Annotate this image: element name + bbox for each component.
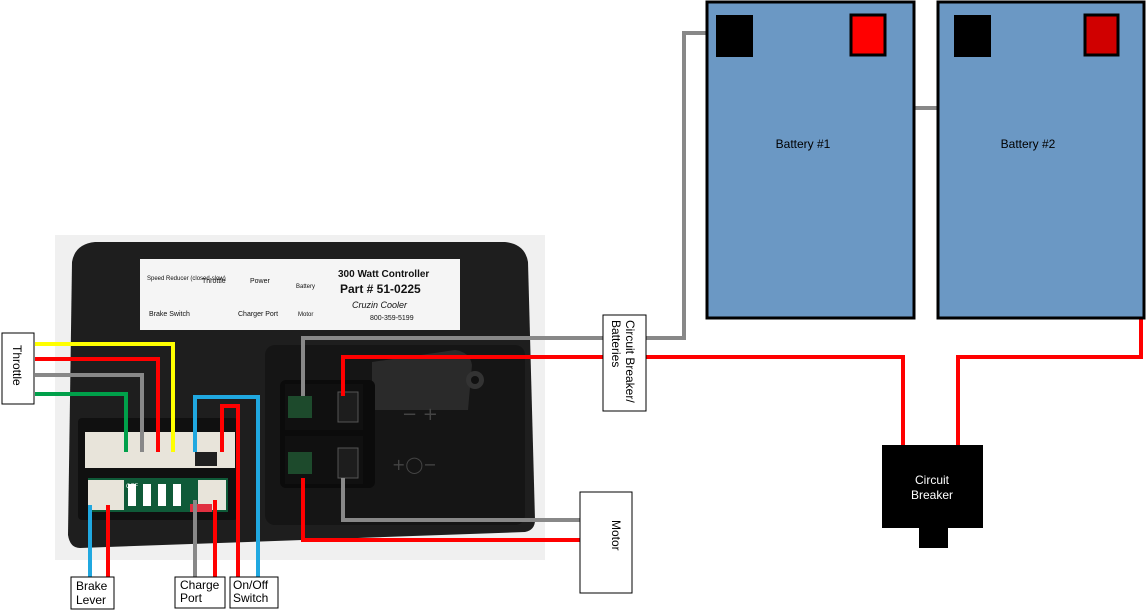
- switch-red-wire: [220, 404, 240, 578]
- circuit-breaker-batteries-box: Circuit Breaker/ Batteries: [602, 314, 647, 412]
- controller-brand: Cruzin Cooler: [352, 300, 408, 310]
- circuit-breaker: Circuit Breaker: [882, 445, 983, 548]
- throttle-green-wire: [35, 392, 128, 452]
- circuit-breaker-label-line1: Circuit: [915, 473, 950, 487]
- switch-off-label: OFF: [126, 484, 138, 490]
- throttle-gray-wire: [35, 373, 144, 452]
- svg-text:− +: − +: [402, 404, 438, 425]
- battery-1-positive-terminal: [849, 13, 887, 57]
- on-off-switch-box: On/Off Switch: [229, 576, 279, 609]
- battery-gray-wire: [301, 336, 603, 396]
- motor-box: Motor: [579, 491, 633, 594]
- motor-label: Motor: [609, 520, 623, 551]
- legend-charger-port: Charger Port: [238, 311, 278, 318]
- brake-lever-box: Brake Lever: [70, 576, 115, 610]
- battery-2-negative-terminal: [954, 15, 991, 57]
- legend-power: Power: [250, 278, 271, 285]
- controller-part-number: Part # 51-0225: [340, 282, 421, 296]
- circuit-breaker-label-line2: Breaker: [911, 488, 953, 502]
- throttle-yellow-wire: [35, 342, 175, 452]
- charge-port-label-line2: Port: [180, 591, 203, 605]
- battery-red-wire: [341, 355, 603, 396]
- brake-lever-label-line2: Lever: [76, 593, 106, 607]
- battery-1: Battery #1: [705, 0, 916, 320]
- throttle-red-wire: [35, 357, 160, 452]
- controller-phone: 800-359-5199: [370, 315, 414, 322]
- throttle-box: Throttle: [1, 332, 35, 405]
- legend-motor: Motor: [298, 312, 313, 318]
- battery-2-positive-terminal: [1083, 13, 1120, 57]
- switch-blue-wire: [193, 395, 260, 578]
- charge-port-label-line1: Charge: [180, 578, 220, 592]
- battery-1-label: Battery #1: [776, 137, 831, 151]
- throttle-label: Throttle: [10, 345, 24, 386]
- legend-speed-reducer: Speed Reducer (closed-slow): [147, 276, 226, 282]
- on-off-label-line1: On/Off: [233, 578, 269, 592]
- legend-battery: Battery: [296, 284, 315, 290]
- legend-brake-switch: Brake Switch: [149, 311, 190, 318]
- motor-gray-wire: [341, 478, 580, 522]
- battery-1-negative-terminal: [716, 15, 753, 57]
- brake-lever-label-line1: Brake: [76, 579, 108, 593]
- on-off-label-line2: Switch: [233, 591, 268, 605]
- controller-title: 300 Watt Controller: [338, 269, 429, 280]
- cb-batteries-label-line1: Circuit Breaker/: [623, 320, 637, 403]
- battery-2: Battery #2: [936, 0, 1146, 320]
- battery-gray-to-terminal: [646, 31, 723, 340]
- breaker-red-wire: [646, 355, 905, 448]
- charge-port-box: Charge Port: [174, 576, 226, 609]
- controller-photo: − + +◯− Speed Reducer (closed-slow) Thro…: [55, 235, 545, 560]
- svg-text:+◯−: +◯−: [392, 455, 437, 474]
- motor-red-wire: [301, 478, 580, 542]
- cb-batteries-label-line2: Batteries: [609, 320, 623, 367]
- battery-2-label: Battery #2: [1001, 137, 1056, 151]
- legend-throttle: Throttle: [202, 278, 226, 285]
